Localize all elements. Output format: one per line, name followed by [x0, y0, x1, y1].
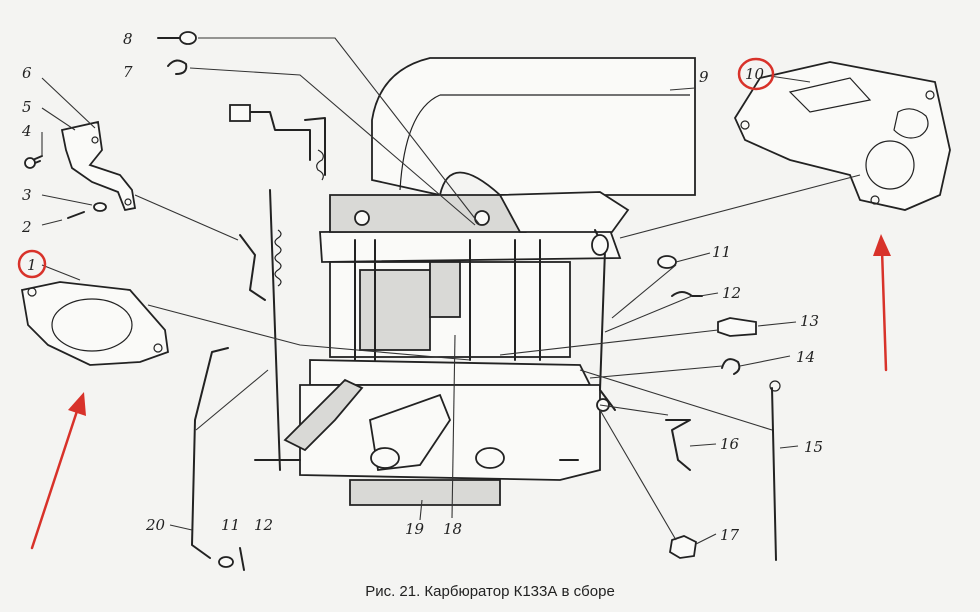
red-arrow-left	[30, 406, 80, 550]
label-19: 19	[405, 520, 425, 538]
label-11b: 11	[221, 516, 240, 534]
bracket-5-6	[24, 120, 137, 219]
red-arrow-right	[880, 248, 888, 372]
label-16: 16	[720, 435, 740, 453]
label-13: 13	[800, 312, 819, 330]
label-10: 10	[745, 65, 765, 83]
figure-caption: Рис. 21. Карбюратор К133А в сборе	[365, 583, 615, 600]
label-11: 11	[712, 243, 731, 261]
air-intake-9	[371, 57, 696, 197]
label-7: 7	[123, 63, 133, 81]
label-12b: 12	[254, 516, 273, 534]
label-9: 9	[699, 68, 709, 86]
label-12: 12	[722, 284, 741, 302]
label-14: 14	[796, 348, 815, 366]
highlight-circle-10	[737, 57, 775, 91]
gasket-10	[733, 61, 951, 211]
carburetor-body	[229, 104, 630, 506]
red-annotations	[17, 57, 891, 550]
highlight-circle-1	[17, 249, 47, 279]
label-4: 4	[21, 122, 32, 140]
red-arrow-right-head	[873, 234, 891, 256]
label-1: 1	[27, 256, 37, 274]
loose-parts	[157, 31, 781, 571]
label-5: 5	[22, 98, 32, 116]
part-labels: 8 7 9 10 6 5 4 3 2 1 11 12 13 14 15 16 1…	[21, 30, 823, 544]
label-3: 3	[22, 186, 32, 204]
red-arrow-left-head	[68, 392, 86, 416]
label-17: 17	[720, 526, 740, 544]
label-15: 15	[804, 438, 823, 456]
label-8: 8	[123, 30, 133, 48]
label-2: 2	[21, 218, 32, 236]
label-6: 6	[22, 64, 32, 82]
label-18: 18	[443, 520, 462, 538]
gasket-1	[20, 281, 169, 366]
leader-lines	[41, 37, 861, 545]
label-20: 20	[145, 516, 166, 534]
